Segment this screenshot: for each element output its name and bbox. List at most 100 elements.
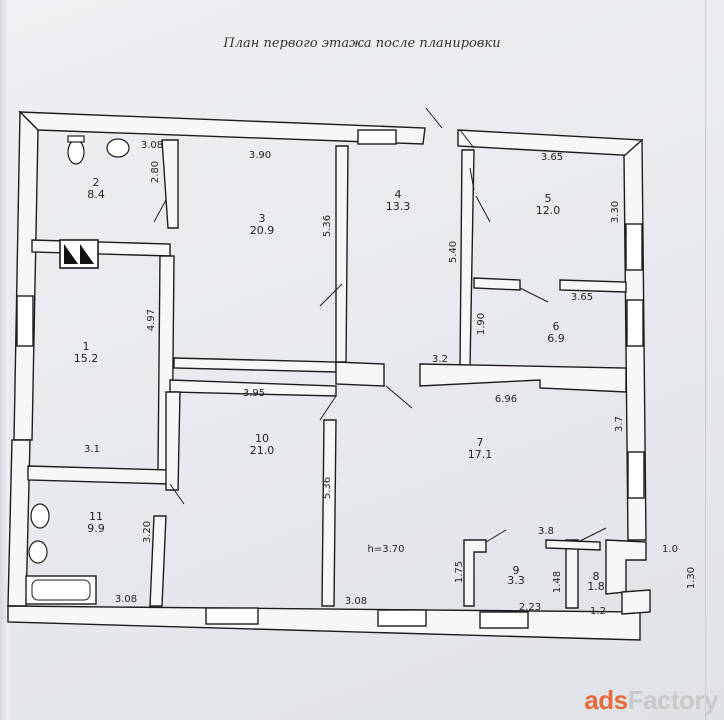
- dim-label: 1.75: [454, 561, 465, 583]
- room-labels: 2 8.4 3 20.9 4 13.3 5 12.0 6 6.9 1 15.2 …: [74, 176, 605, 593]
- binder-edge: [0, 0, 9, 720]
- dim-label: 1.48: [552, 571, 563, 593]
- door-entrance-2: [459, 129, 475, 149]
- wall-porch: [621, 589, 651, 615]
- wall-room6-bottom: [419, 363, 627, 393]
- door-bath: [169, 483, 185, 505]
- dim-label: 1.0: [662, 544, 678, 555]
- window-top: [357, 129, 397, 145]
- door-entrance-1: [425, 107, 443, 129]
- door-room5: [475, 195, 491, 223]
- sink-icon: [106, 138, 130, 158]
- dim-label: 3.7: [614, 416, 625, 432]
- room-8-number: 8: [593, 570, 600, 583]
- room-6-area: 6.9: [547, 332, 565, 345]
- dim-label: 3.08: [345, 596, 367, 607]
- walls: [7, 110, 651, 641]
- doors: [153, 107, 607, 543]
- dim-label: 3.65: [541, 152, 563, 163]
- room-11-area: 9.9: [87, 522, 105, 535]
- wall-room10-left: [165, 391, 181, 491]
- fixtures: [28, 135, 130, 564]
- watermark-logo: adsFactory: [584, 685, 718, 716]
- door-room3: [319, 283, 343, 307]
- wall-kitchen-right: [161, 139, 179, 229]
- room-7-number: 7: [477, 436, 484, 449]
- door-corridor: [385, 385, 413, 409]
- room-11-number: 11: [89, 510, 103, 523]
- wall-corridor-top: [173, 357, 337, 373]
- room-10-area: 21.0: [250, 444, 275, 457]
- window-right-3: [627, 451, 645, 499]
- toilet-icon: [67, 139, 85, 165]
- outer-wall-bottom: [7, 605, 641, 641]
- watermark-part2: Factory: [627, 685, 719, 715]
- dim-label: 3.30: [610, 201, 621, 223]
- wall-corridor-notch: [335, 361, 385, 387]
- dim-label: 2.80: [150, 161, 161, 183]
- room-9-area: 3.3: [507, 574, 525, 587]
- dim-label: 2.23: [519, 602, 541, 613]
- room-1-number: 1: [83, 340, 90, 353]
- room-5-area: 12.0: [536, 204, 561, 217]
- door-room4: [469, 167, 475, 191]
- wall-room9-top: [463, 539, 487, 607]
- window-bottom-2: [377, 609, 427, 627]
- dim-label: 3.08: [141, 140, 163, 151]
- wall-room10-right: [321, 419, 337, 607]
- wall-room9-right: [565, 539, 579, 609]
- dim-label: 1.2: [590, 606, 606, 617]
- dim-label: 4.97: [146, 309, 157, 331]
- watermark-part1: ads: [584, 685, 628, 715]
- room-6-number: 6: [553, 320, 560, 333]
- dim-label: 3.8: [538, 526, 554, 537]
- door-room8: [577, 527, 607, 543]
- dimension-labels: 3.08 3.90 3.65 2.80 5.36 5.40 3.30 4.97 …: [84, 140, 697, 617]
- dim-label: 5.40: [448, 241, 459, 263]
- room-3-number: 3: [259, 212, 266, 225]
- wall-room4-right: [459, 149, 475, 369]
- door-room6: [519, 287, 549, 303]
- bath-toilet-icon: [30, 503, 50, 529]
- dim-label: 3.95: [243, 388, 265, 399]
- room-8-area: 1.8: [587, 580, 605, 593]
- ceiling-height: h=3.70: [368, 544, 405, 555]
- wall-kitchen-bottom: [31, 239, 171, 257]
- plan-title: План первого этажа после планировки: [223, 36, 501, 51]
- wall-room5-bottom: [473, 277, 521, 291]
- window-left: [16, 295, 34, 347]
- room-4-number: 4: [395, 188, 402, 201]
- dim-label: 1.30: [686, 567, 697, 589]
- door-room10: [319, 395, 337, 421]
- room-1-area: 15.2: [74, 352, 99, 365]
- toilet-tank: [67, 135, 85, 143]
- door-kitchen: [153, 199, 167, 223]
- dim-label: 5.36: [322, 477, 333, 499]
- dim-label: 3.65: [571, 292, 593, 303]
- door-room9: [485, 529, 507, 543]
- wall-room1-bottom: [27, 465, 171, 485]
- room-4-area: 13.3: [386, 200, 411, 213]
- window-right-1: [625, 223, 643, 271]
- window-bottom-1: [205, 607, 259, 625]
- dim-label: 5.36: [322, 215, 333, 237]
- dim-label: 6.96: [495, 394, 517, 405]
- wall-room8-top: [545, 539, 601, 551]
- room-5-number: 5: [545, 192, 552, 205]
- dim-label: 3.08: [115, 594, 137, 605]
- outer-wall-left-upper: [13, 110, 39, 441]
- wall-room3-right: [335, 145, 349, 363]
- dim-label: 3.20: [142, 521, 153, 543]
- vent-shaft-mark: [64, 244, 94, 264]
- room-10-number: 10: [255, 432, 269, 445]
- wall-room5-bottom-right: [559, 279, 627, 293]
- room-3-area: 20.9: [250, 224, 275, 237]
- page-border-line: [705, 0, 706, 720]
- dim-label: 3.2: [432, 354, 448, 365]
- dim-label: 3.90: [249, 150, 271, 161]
- dim-label: 1.90: [476, 313, 487, 335]
- window-right-2: [626, 299, 644, 347]
- bathtub-inner: [31, 579, 91, 601]
- room-7-area: 17.1: [468, 448, 493, 461]
